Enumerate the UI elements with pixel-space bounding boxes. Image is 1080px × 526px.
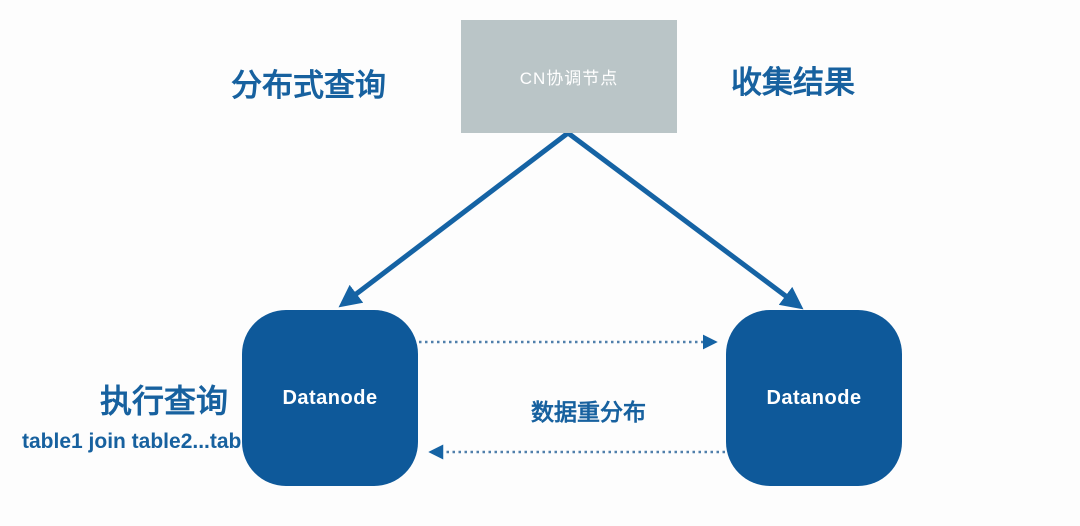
datanode-left: Datanode [242,310,418,486]
label-distributed-query: 分布式查询 [231,68,386,103]
coordinator-node-label: CN协调节点 [519,69,619,88]
arrow-cn-to-left-datanode [338,131,570,308]
label-data-redistribution: 数据重分布 [531,399,646,425]
datanode-left-label: Datanode [282,386,378,409]
coordinator-node: CN协调节点 [461,20,677,133]
label-execute-query: 执行查询 [100,383,229,419]
label-collect-results: 收集结果 [731,65,855,100]
datanode-right: Datanode [726,310,902,486]
label-join-expression: table1 join table2...tableN [22,430,275,453]
datanode-right-label: Datanode [766,386,862,409]
arrow-cn-to-right-datanode [566,130,804,310]
